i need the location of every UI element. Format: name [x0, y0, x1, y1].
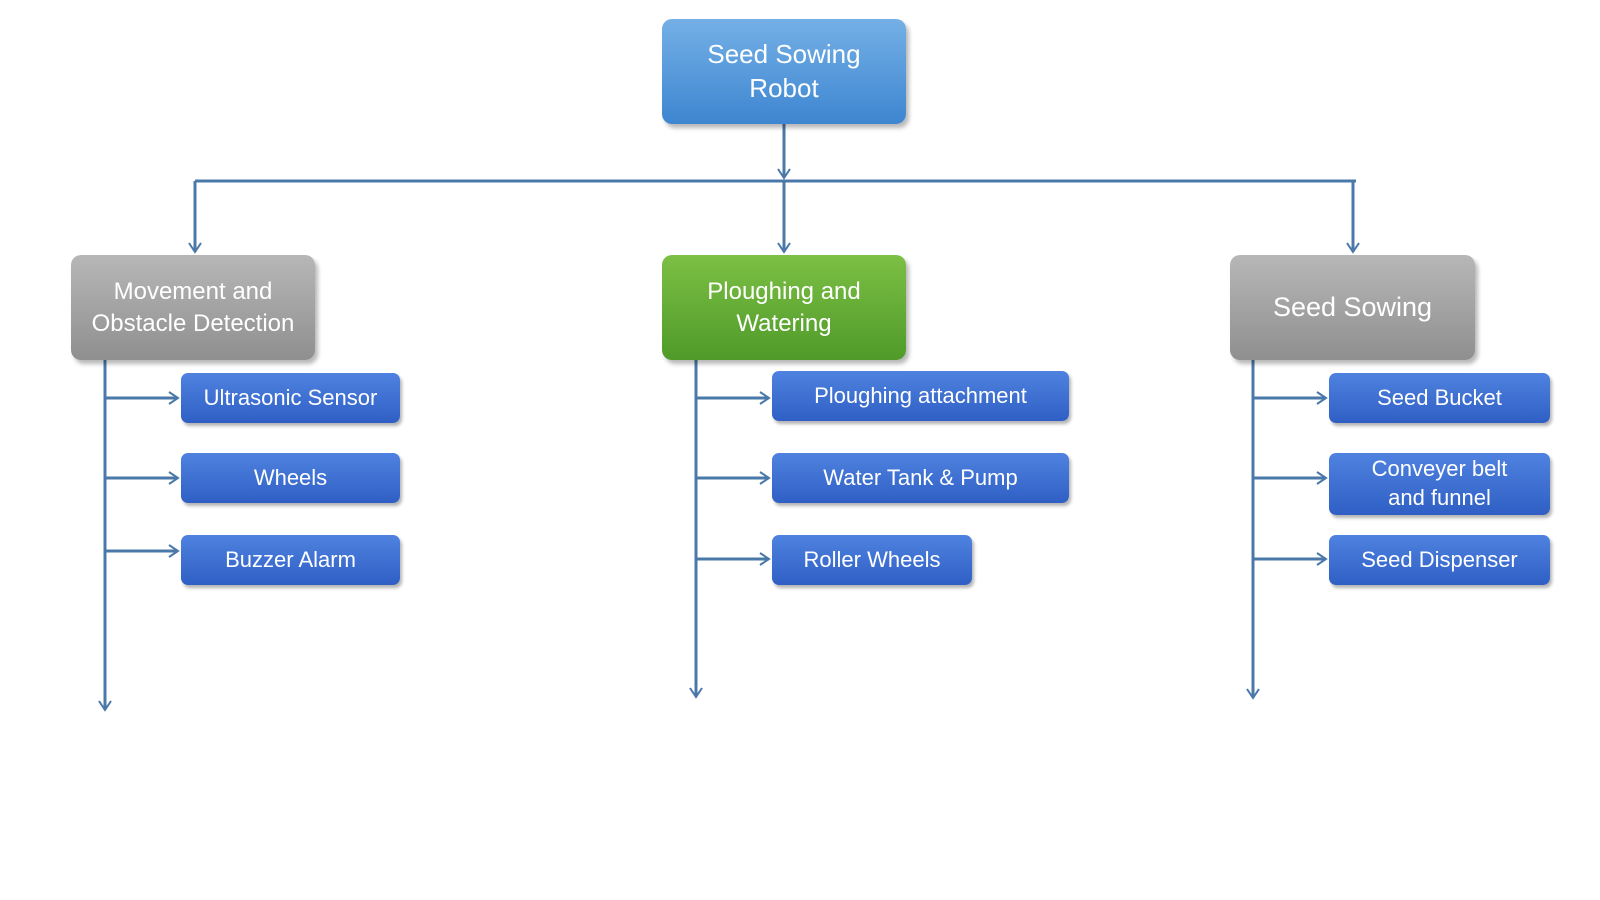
leaf-wheels: Wheels	[181, 453, 400, 503]
leaf-buzzer-alarm: Buzzer Alarm	[181, 535, 400, 585]
category-movement: Movement and Obstacle Detection	[71, 255, 315, 360]
root-label-line1: Seed Sowing	[707, 38, 861, 69]
leaf-label: Seed Bucket	[1377, 384, 1502, 410]
leaf-label: Conveyer belt and funnel	[1371, 456, 1508, 510]
leaf-water-tank-pump: Water Tank & Pump	[772, 453, 1069, 503]
leaf-roller-wheels: Roller Wheels	[772, 535, 972, 585]
leaf-label: Seed Dispenser	[1361, 546, 1518, 572]
leaf-label: Ploughing attachment	[814, 382, 1027, 408]
leaf-seed-bucket: Seed Bucket	[1329, 373, 1550, 423]
leaf-label: Roller Wheels	[803, 546, 941, 572]
leaf-label: Water Tank & Pump	[823, 464, 1018, 490]
category-label-line1: Movement and	[113, 278, 273, 306]
root-node: Seed Sowing Robot	[662, 19, 906, 124]
root-label-line2: Robot	[749, 72, 819, 103]
leaf-ultrasonic-sensor: Ultrasonic Sensor	[181, 373, 400, 423]
leaf-label: Buzzer Alarm	[225, 546, 356, 572]
category-label: Seed Sowing	[1272, 291, 1433, 322]
category-ploughing: Ploughing and Watering	[662, 255, 906, 360]
leaf-ploughing-attachment: Ploughing attachment	[772, 371, 1069, 421]
leaf-label: Ultrasonic Sensor	[203, 384, 378, 410]
category-label-line2: Obstacle Detection	[91, 309, 295, 337]
category-seed-sowing: Seed Sowing	[1230, 255, 1475, 360]
leaf-label: Wheels	[253, 464, 328, 490]
leaf-seed-dispenser: Seed Dispenser	[1329, 535, 1550, 585]
leaf-conveyer-belt-funnel: Conveyer belt and funnel	[1329, 453, 1550, 515]
category-label-line2: Watering	[736, 309, 832, 337]
category-label-line1: Ploughing and	[707, 278, 861, 306]
